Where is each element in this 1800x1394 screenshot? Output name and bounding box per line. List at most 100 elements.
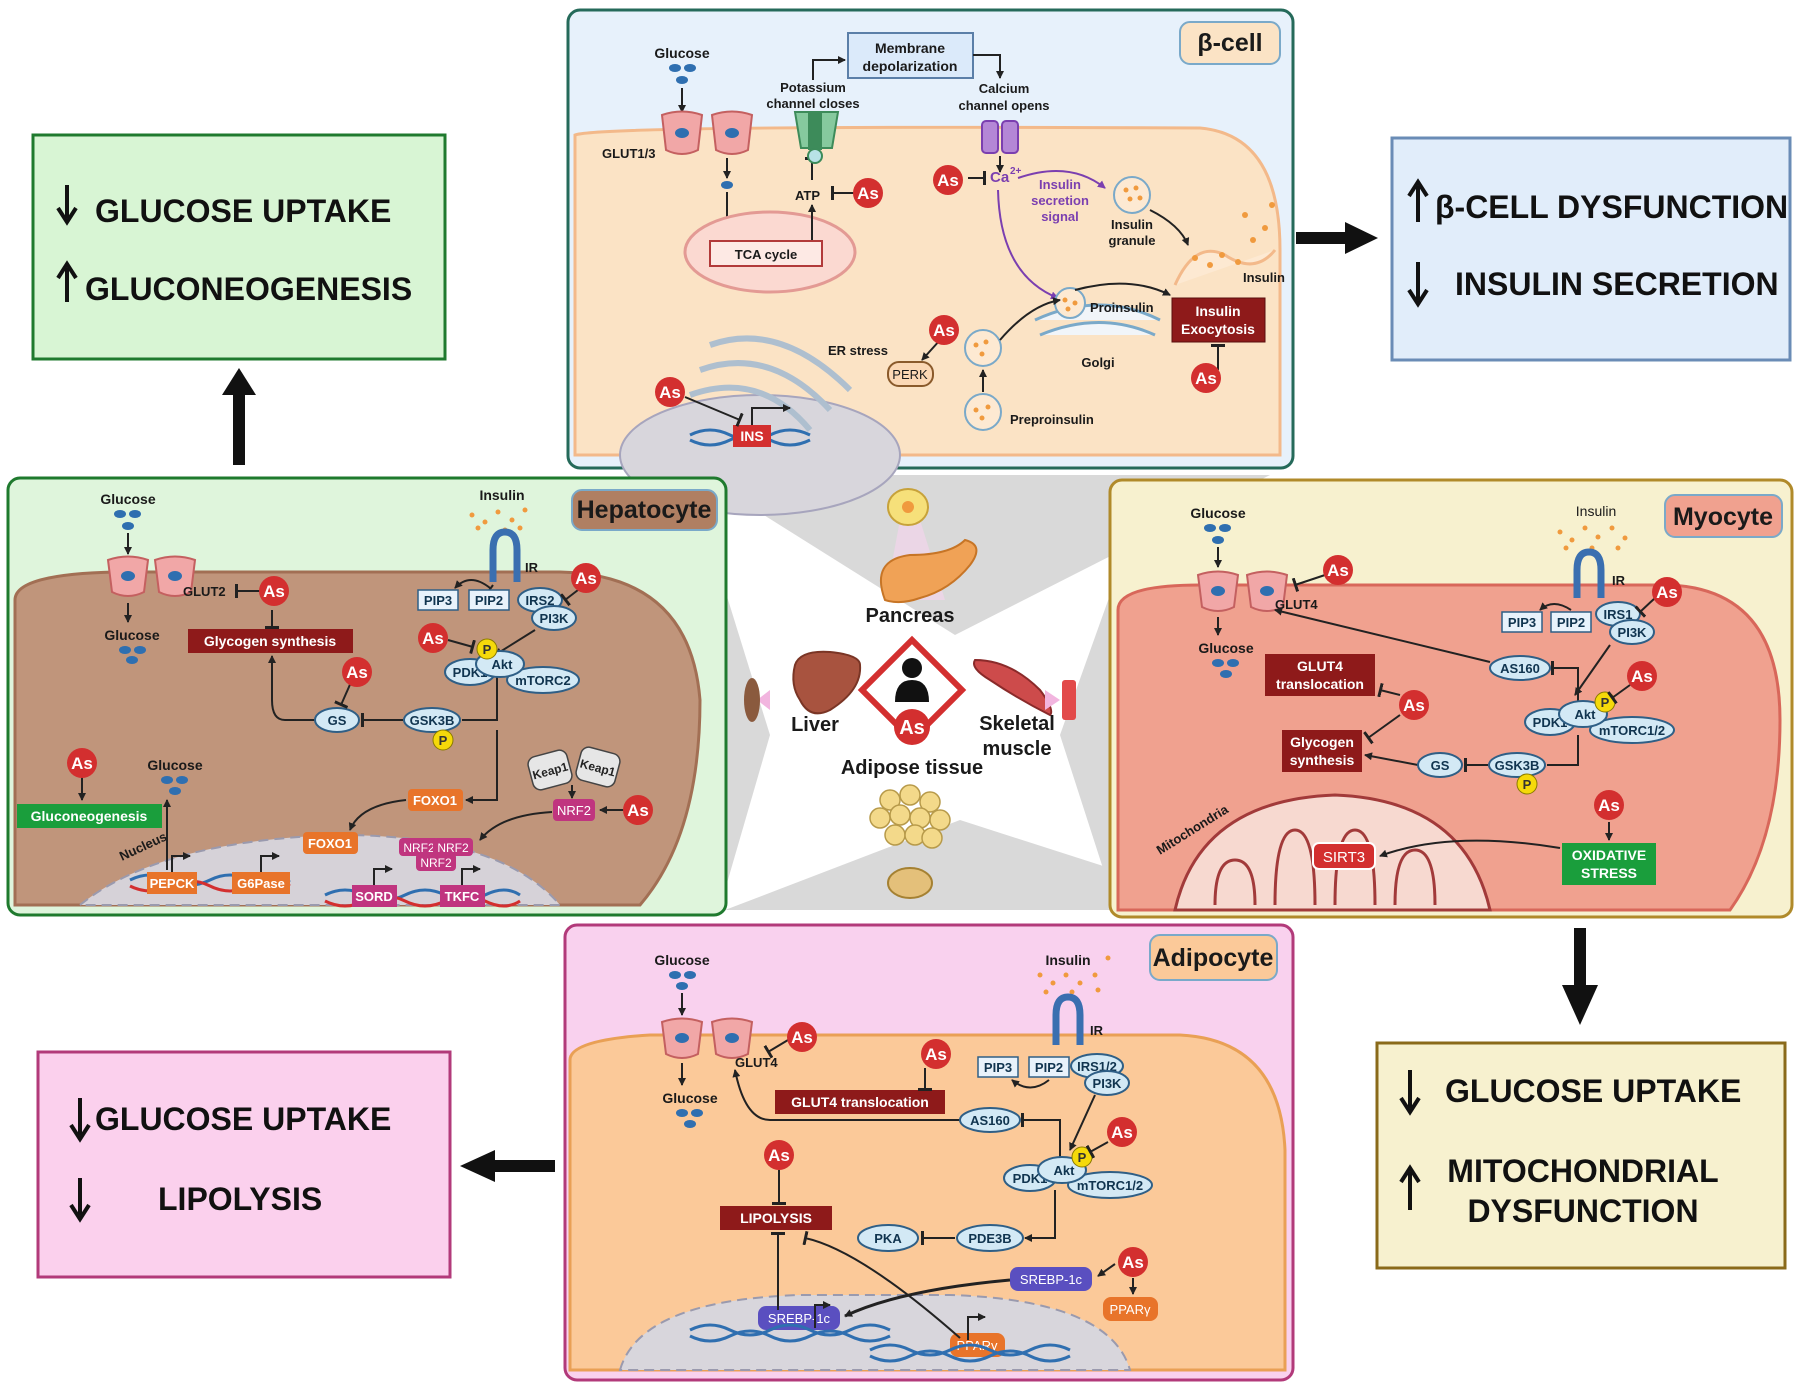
sirt3-box: [1312, 842, 1376, 870]
myo-akt-p: P: [1601, 695, 1610, 710]
srebp-cyto-label: SREBP-1c: [1020, 1272, 1083, 1287]
hep-glucose-in: Glucose: [104, 627, 159, 643]
myo-mtorc-label: mTORC1/2: [1599, 723, 1665, 738]
hep-insulin-receptor: [489, 528, 521, 582]
adi-pi3k-label: PI3K: [1093, 1076, 1123, 1091]
pka-label: PKA: [874, 1231, 902, 1246]
beta-insulin-label: Insulin: [1243, 270, 1285, 285]
myo-pi3k-label: PI3K: [1618, 625, 1648, 640]
myo-glucose-in: Glucose: [1198, 640, 1253, 656]
glut2-label: GLUT2: [183, 584, 226, 599]
liver-outcome-2: GLUCONEOGENESIS: [85, 271, 412, 307]
nrf2-box: [553, 799, 595, 821]
outcome-muscle: GLUCOSE UPTAKE MITOCHONDRIAL DYSFUNCTION: [1375, 1041, 1787, 1270]
membrane-line1: Membrane: [875, 40, 945, 56]
oxidative-line1: OXIDATIVE: [1572, 847, 1646, 863]
adi-mtorc-oval: [1067, 1171, 1153, 1199]
myo-gsk3b-oval: [1488, 752, 1546, 778]
foxo1-nuclear-label: FOXO1: [308, 836, 352, 851]
potassium-line1: Potassium: [780, 80, 846, 95]
granule-line1: Insulin: [1111, 217, 1153, 232]
hepatocyte-panel: Hepatocyte Glucose GLUT2 Glucose Glycoge…: [6, 476, 728, 917]
adi-as160-label: AS160: [970, 1113, 1010, 1128]
svg-text:As: As: [1631, 667, 1653, 686]
keap1-a: [527, 749, 573, 791]
sirt3-label: SIRT3: [1323, 849, 1365, 866]
svg-text:NRF2: NRF2: [420, 856, 452, 870]
svg-text:As: As: [768, 1146, 790, 1165]
tkfc-box: [440, 885, 485, 907]
g6pase-box: [232, 872, 290, 894]
adi-pip3-label: PIP3: [984, 1060, 1012, 1075]
center-organs: Pancreas Liver Skeletal muscle As Adipos…: [744, 488, 1076, 899]
calcium-line1: Calcium: [979, 81, 1030, 96]
proinsulin-vesicle: [1054, 287, 1086, 319]
signal-line1: Insulin: [1039, 177, 1081, 192]
foxo1-nuclear-box: [303, 832, 358, 854]
calcium-line2: channel opens: [958, 98, 1049, 113]
outcome-adipose: GLUCOSE UPTAKE LIPOLYSIS: [36, 1050, 452, 1279]
lipolysis-box: [720, 1206, 832, 1230]
adipose-outcome-2: LIPOLYSIS: [158, 1181, 322, 1217]
hep-akt-p: P: [483, 642, 492, 657]
hep-pi3k-label: PI3K: [540, 611, 570, 626]
liver-icon: [792, 650, 862, 715]
adipocyte-panel: Adipocyte Glucose GLUT4 Glucose GLUT4 tr…: [563, 923, 1295, 1382]
myo-ir-label: IR: [1612, 573, 1626, 588]
adi-akt-label: Akt: [1054, 1163, 1076, 1178]
pancreas-icon: [880, 538, 978, 604]
foxo1-box: [408, 789, 463, 811]
myo-glut4-label: GLUT4: [1275, 597, 1318, 612]
beta-cell-title-box: [1179, 21, 1281, 65]
nrf2-nuclear-cluster: NRF2 NRF2 NRF2: [399, 838, 473, 871]
myocyte-panel: Myocyte Glucose GLUT4 Glucose Insulin IR…: [1108, 478, 1794, 919]
adi-pi3k-oval: [1084, 1070, 1130, 1096]
tkfc-label: TKFC: [445, 889, 480, 904]
myo-as-markers: As As As As As: [1323, 555, 1682, 820]
beta-glucose-dots: [669, 64, 696, 84]
nrf2-label: NRF2: [557, 803, 591, 818]
ins-gene-label: INS: [740, 428, 763, 444]
signal-line2: secretion: [1031, 193, 1089, 208]
granule-line2: granule: [1109, 233, 1156, 248]
adi-insulin-dots: [1037, 955, 1111, 995]
outcome-beta: β-CELL DYSFUNCTION INSULIN SECRETION: [1390, 136, 1792, 362]
oxidative-stress-box: [1562, 843, 1656, 885]
pepck-box: [147, 872, 197, 894]
svg-text:As: As: [1111, 1123, 1133, 1142]
er-membranes: [688, 335, 853, 432]
myo-gs-label: GS: [1431, 758, 1450, 773]
glut4-translocation-box: [1265, 654, 1375, 696]
adi-glut4-label: GLUT4: [735, 1055, 778, 1070]
hep-glucose-low: Glucose: [147, 757, 202, 773]
myo-pip2-label: PIP2: [1557, 615, 1585, 630]
adi-glut4-transporter: [660, 1017, 754, 1059]
myo-glycogen-line1: Glycogen: [1290, 734, 1354, 750]
svg-text:As: As: [933, 321, 955, 340]
svg-text:As: As: [1195, 369, 1217, 388]
adi-dna: [689, 1323, 1071, 1363]
beta-outcome-2: INSULIN SECRETION: [1455, 266, 1779, 302]
svg-text:As: As: [1122, 1253, 1144, 1272]
myo-gs-oval: [1417, 752, 1463, 778]
myo-pip3-label: PIP3: [1508, 615, 1536, 630]
beta-cell-title: β-cell: [1197, 29, 1262, 57]
glut2-transporter: [106, 555, 197, 597]
adi-as160-oval: [959, 1107, 1021, 1133]
svg-text:As: As: [1403, 696, 1425, 715]
adi-as-markers: As As As As As: [764, 1022, 1148, 1277]
adi-glut4-translocation-label: GLUT4 translocation: [791, 1094, 929, 1110]
svg-text:As: As: [627, 801, 649, 820]
beta-glucose-label: Glucose: [654, 45, 709, 61]
adi-glut4-translocation-box: [775, 1090, 945, 1114]
hep-pip2-box: [468, 589, 510, 611]
adi-glucose-in: Glucose: [662, 1090, 717, 1106]
myo-pip3-box: [1501, 611, 1543, 633]
liver-label: Liver: [791, 714, 839, 736]
perk-label: PERK: [892, 367, 928, 382]
er-stress-label: ER stress: [828, 343, 888, 358]
myo-akt-label: Akt: [1575, 707, 1597, 722]
hep-mtorc2-oval: [506, 666, 580, 694]
svg-text:As: As: [422, 629, 444, 648]
